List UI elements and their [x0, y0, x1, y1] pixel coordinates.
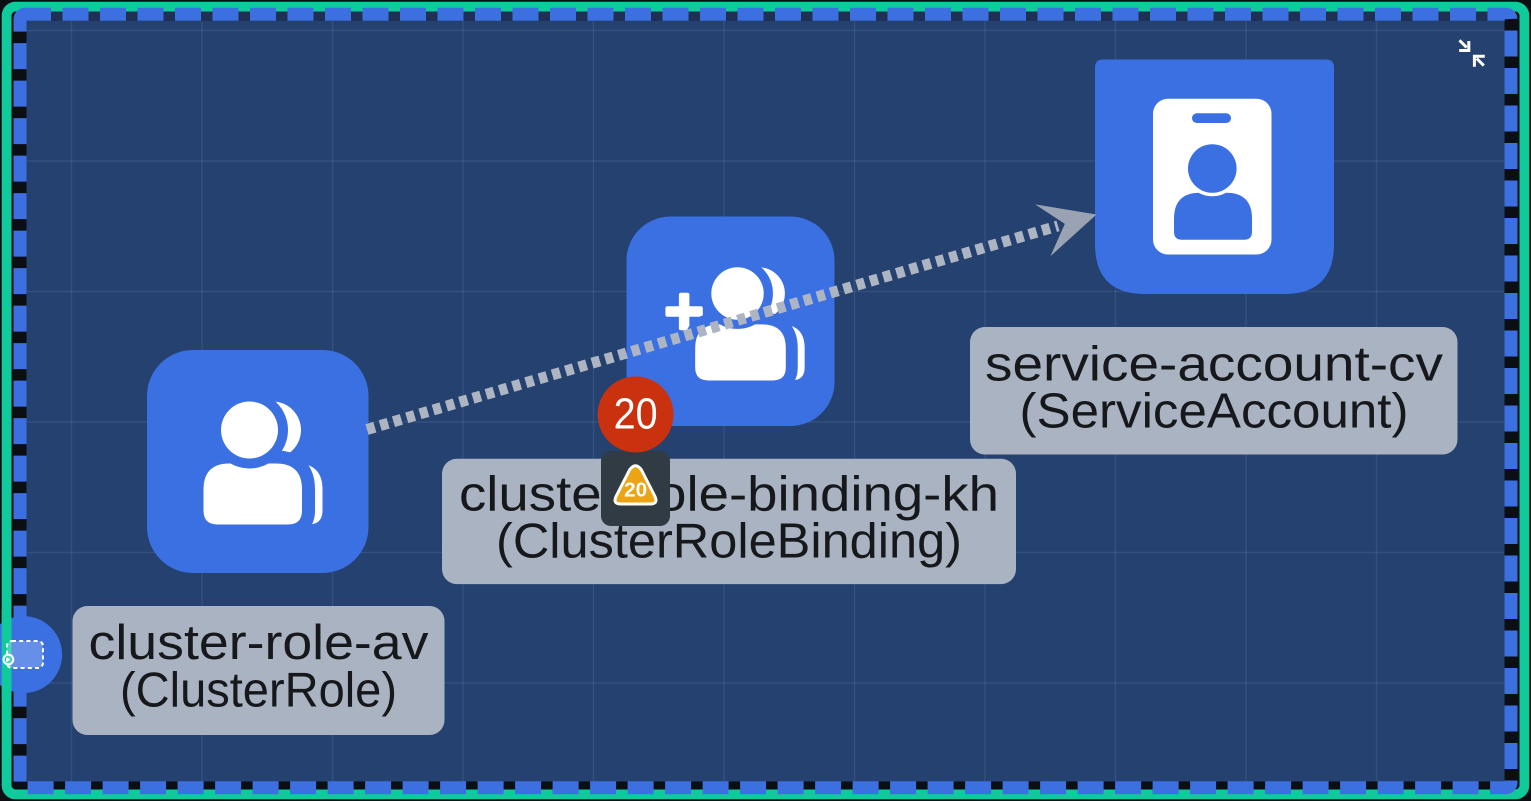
- svg-text:cluster-role-av: cluster-role-av: [89, 616, 430, 670]
- svg-text:(ClusterRole): (ClusterRole): [120, 664, 397, 718]
- svg-text:cluster-role-binding-kh: cluster-role-binding-kh: [459, 468, 999, 522]
- svg-text:(ServiceAccount): (ServiceAccount): [1020, 385, 1409, 439]
- svg-text:20: 20: [624, 480, 647, 502]
- svg-text:20: 20: [614, 390, 658, 439]
- svg-text:(ClusterRoleBinding): (ClusterRoleBinding): [496, 515, 962, 569]
- svg-text:service-account-cv: service-account-cv: [985, 338, 1444, 392]
